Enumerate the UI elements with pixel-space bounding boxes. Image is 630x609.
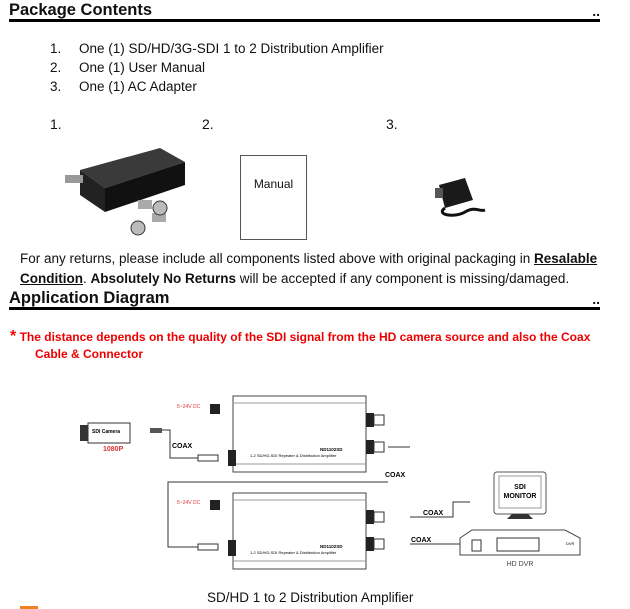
- svg-text:COAX: COAX: [385, 472, 406, 479]
- svg-text:COAX: COAX: [411, 537, 432, 544]
- manual-label: Manual: [253, 177, 294, 191]
- application-diagram-heading: Application Diagram ..: [9, 289, 600, 310]
- manual-photo: Manual: [240, 155, 307, 240]
- heading-dots: ..: [592, 291, 600, 307]
- item-text: One (1) AC Adapter: [79, 79, 197, 94]
- svg-text:DVR: DVR: [566, 541, 575, 546]
- diagram-caption: SD/HD 1 to 2 Distribution Amplifier: [207, 590, 414, 605]
- heading-text: Package Contents: [9, 1, 153, 19]
- svg-text:ND1102SD: ND1102SD: [320, 447, 343, 452]
- svg-text:HD DVR: HD DVR: [507, 561, 534, 568]
- resalable-condition: Resalable Condition: [20, 251, 598, 286]
- heading-text: Application Diagram: [9, 289, 170, 307]
- application-diagram: SDI Camera 1080P COAX ND1102SD 1-2 SD/HD…: [80, 395, 581, 570]
- svg-text:SDI Camera: SDI Camera: [92, 429, 120, 435]
- svg-text:COAX: COAX: [423, 510, 444, 517]
- svg-text:1-2 SD/HD-SDI Repeater & Distr: 1-2 SD/HD-SDI Repeater & Distribution Am…: [250, 453, 337, 458]
- svg-text:SDI: SDI: [514, 484, 526, 491]
- list-item: 2. One (1) User Manual: [50, 58, 384, 77]
- item-number: 3.: [50, 79, 62, 94]
- svg-text:1-2 SD/HD-SDI Repeater & Distr: 1-2 SD/HD-SDI Repeater & Distribution Am…: [250, 550, 337, 555]
- amplifier-unit-1: ND1102SD 1-2 SD/HD-SDI Repeater & Distri…: [177, 395, 385, 473]
- returns-policy: For any returns, please include all comp…: [20, 249, 620, 289]
- note-text-2: Cable & Connector: [35, 347, 144, 361]
- distance-note: * The distance depends on the quality of…: [10, 328, 590, 363]
- svg-text:5~24V DC: 5~24V DC: [177, 500, 201, 506]
- package-list: 1. One (1) SD/HD/3G-SDI 1 to 2 Distributi…: [50, 39, 384, 96]
- heading-dots: ..: [592, 3, 600, 19]
- footer-mark: [20, 606, 38, 609]
- item-text: One (1) SD/HD/3G-SDI 1 to 2 Distribution…: [79, 41, 384, 56]
- ac-adapter-photo: [435, 178, 486, 217]
- sdi-monitor: SDI MONITOR: [493, 471, 547, 519]
- amplifier-photo: [65, 148, 185, 236]
- sdi-camera: SDI Camera 1080P: [80, 422, 162, 453]
- photo-label-2: 2.: [202, 116, 214, 132]
- photo-label-1: 1.: [50, 116, 62, 132]
- returns-text: .: [82, 271, 91, 286]
- note-text: The distance depends on the quality of t…: [19, 330, 591, 344]
- svg-text:1080P: 1080P: [103, 446, 124, 453]
- item-number: 1.: [50, 41, 62, 56]
- hd-dvr: DVR HD DVR: [459, 529, 581, 568]
- svg-text:COAX: COAX: [172, 443, 193, 450]
- amplifier-unit-2: ND1102SD 1-2 SD/HD-SDI Repeater & Distri…: [177, 492, 385, 570]
- package-contents-heading: Package Contents ..: [9, 1, 600, 22]
- note-asterisk: *: [10, 328, 17, 345]
- list-item: 3. One (1) AC Adapter: [50, 77, 384, 96]
- item-text: One (1) User Manual: [79, 60, 206, 75]
- item-number: 2.: [50, 60, 62, 75]
- returns-text: will be accepted if any component is mis…: [236, 271, 570, 286]
- no-returns: Absolutely No Returns: [90, 271, 237, 286]
- svg-text:MONITOR: MONITOR: [504, 493, 537, 500]
- photo-label-3: 3.: [386, 116, 398, 132]
- list-item: 1. One (1) SD/HD/3G-SDI 1 to 2 Distributi…: [50, 39, 384, 58]
- svg-text:5~24V DC: 5~24V DC: [177, 404, 201, 410]
- returns-text: For any returns, please include all comp…: [20, 251, 535, 266]
- svg-text:ND1102SD: ND1102SD: [320, 544, 343, 549]
